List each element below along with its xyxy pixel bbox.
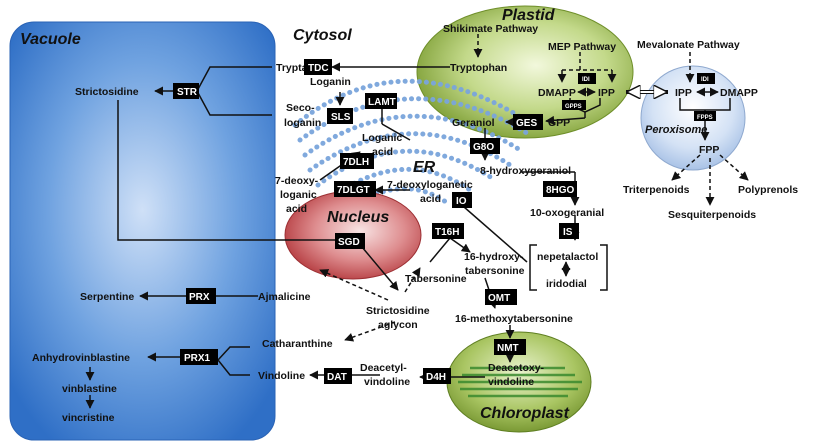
dmapp-plastid: DMAPP: [538, 87, 576, 99]
deacetoxyvindoline-1: Deacetoxy-: [488, 362, 545, 374]
strictosidine-aglycon-2: aglycon: [378, 319, 418, 331]
ipp-peroxisome: IPP: [675, 87, 692, 99]
strictosidine-aglycon-1: Strictosidine: [366, 305, 430, 317]
geraniol: Geraniol: [452, 117, 495, 129]
vacuole-compartment: [9, 21, 276, 441]
enzyme-fpps: FPPS: [697, 115, 713, 121]
enzyme-ges: GES: [516, 118, 537, 129]
er-label: ER: [413, 159, 436, 176]
vinblastine: vinblastine: [62, 383, 117, 395]
polyprenols: Polyprenols: [738, 184, 798, 196]
8-hydroxygeraniol: 8-hydroxygeraniol: [480, 165, 571, 177]
16-hydroxytabersonine-2: tabersonine: [465, 265, 525, 277]
plastid-label: Plastid: [502, 7, 556, 24]
enzyme-is: IS: [563, 227, 573, 238]
secologanin-2: loganin: [284, 117, 321, 129]
peroxisome-compartment: [640, 65, 746, 171]
vincristine: vincristine: [62, 412, 115, 424]
mep-pathway: MEP Pathway: [548, 41, 616, 53]
enzyme-7dlh: 7DLH: [343, 157, 369, 168]
chloroplast-label: Chloroplast: [480, 405, 570, 422]
ajmalicine: Ajmalicine: [258, 291, 311, 303]
enzyme-8hgo: 8HGO: [546, 185, 575, 196]
7-deoxyloganetic-acid: 7-deoxyloganetic: [387, 179, 473, 191]
enzyme-labels: TDC STR LAMT SLS IDI GPPS IDI FPPS GES G…: [173, 59, 716, 384]
enzyme-nmt: NMT: [497, 343, 519, 354]
enzyme-prx1: PRX1: [184, 353, 211, 364]
deacetoxyvindoline-2: vindoline: [488, 376, 534, 388]
enzyme-7dlgt: 7DLGT: [337, 185, 370, 196]
serpentine: Serpentine: [80, 291, 134, 303]
7-deoxyloganic-acid-2: loganic: [280, 189, 317, 201]
enzyme-t16h: T16H: [435, 227, 459, 238]
strictosidine: Strictosidine: [75, 86, 139, 98]
loganin: Loganin: [310, 76, 351, 88]
enzyme-sls: SLS: [331, 112, 351, 123]
thylakoid-stripes: [458, 366, 582, 398]
16-methoxytabersonine: 16-methoxytabersonine: [455, 313, 573, 325]
enzyme-idi-plastid: IDI: [582, 77, 590, 83]
enzyme-str: STR: [177, 87, 198, 98]
10-oxogeranial: 10-oxogeranial: [530, 207, 604, 219]
peroxisome-label: Peroxisome: [645, 124, 707, 136]
ipp-plastid: IPP: [598, 87, 615, 99]
deacetylvindoline-2: vindoline: [364, 376, 410, 388]
sesquiterpenoids: Sesquiterpenoids: [668, 209, 756, 221]
dmapp-peroxisome: DMAPP: [720, 87, 758, 99]
shikimate-pathway: Shikimate Pathway: [443, 23, 538, 35]
vindoline: Vindoline: [258, 370, 305, 382]
7-deoxyloganetic-acid-2: acid: [420, 193, 441, 205]
enzyme-prx: PRX: [189, 292, 210, 303]
triterpenoids: Triterpenoids: [623, 184, 690, 196]
nepetalactol: nepetalactol: [537, 251, 598, 263]
nucleus-label: Nucleus: [327, 209, 389, 226]
enzyme-tdc: TDC: [308, 63, 329, 74]
vacuole-label: Vacuole: [20, 31, 81, 48]
deacetylvindoline-1: Deacetyl-: [360, 362, 407, 374]
enzyme-g8o: G8O: [473, 142, 494, 153]
7-deoxyloganic-acid-3: acid: [286, 203, 307, 215]
enzyme-dat: DAT: [327, 372, 347, 383]
enzyme-lamt: LAMT: [368, 97, 396, 108]
enzyme-sgd: SGD: [338, 237, 360, 248]
loganic-acid-1: Loganic: [362, 132, 402, 144]
gpp: GPP: [548, 117, 570, 129]
enzyme-idi-peroxisome: IDI: [701, 77, 709, 83]
fpp: FPP: [699, 144, 719, 156]
iridodial: iridodial: [546, 278, 587, 290]
7-deoxyloganic-acid-1: 7-deoxy-: [275, 175, 319, 187]
anhydrovinblastine: Anhydrovinblastine: [32, 352, 130, 364]
cytosol-label: Cytosol: [293, 27, 352, 44]
16-hydroxytabersonine-1: 16-hydroxy-: [464, 251, 524, 263]
enzyme-omt: OMT: [488, 293, 510, 304]
secologanin-1: Seco-: [286, 102, 315, 114]
loganic-acid-2: acid: [372, 146, 393, 158]
mevalonate-pathway: Mevalonate Pathway: [637, 39, 740, 51]
enzyme-gpps: GPPS: [565, 104, 582, 110]
catharanthine: Catharanthine: [262, 338, 333, 350]
tryptophan: Tryptophan: [450, 62, 507, 74]
tabersonine: Tabersonine: [405, 273, 467, 285]
enzyme-io: IO: [456, 196, 467, 207]
metabolite-labels: Strictosidine Tryptamine Tryptophan Shik…: [32, 23, 798, 424]
enzyme-d4h: D4H: [426, 372, 446, 383]
